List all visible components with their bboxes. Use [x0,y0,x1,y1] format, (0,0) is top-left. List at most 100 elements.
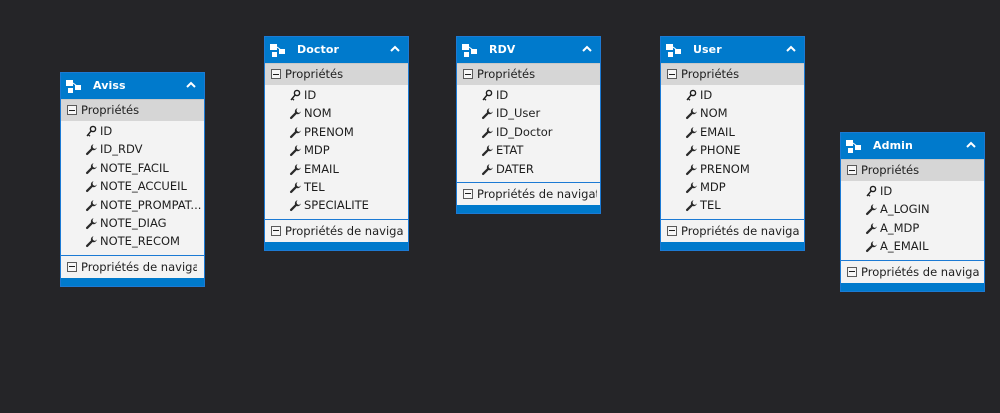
property-row[interactable]: NOM [661,105,804,123]
property-row[interactable]: NOTE_DIAG [61,215,204,233]
property-row[interactable]: NOTE_PROMPAT... [61,197,204,215]
entity-type-icon [846,140,861,153]
navigation-properties-label: Propriétés de navigation [477,186,597,201]
property-name: PRENOM [700,161,750,176]
collapse-toggle-icon[interactable] [271,225,281,236]
wrench-icon [85,199,97,211]
key-icon [86,125,97,137]
entity-header[interactable]: Aviss [61,73,204,99]
entity-header[interactable]: User [661,37,804,63]
collapse-toggle-icon[interactable] [463,188,473,199]
collapse-toggle-icon[interactable] [667,69,677,79]
property-name: PHONE [700,143,741,158]
property-name: NOTE_DIAG [100,215,167,230]
properties-section-header[interactable]: Propriétés [265,63,408,85]
properties-section-header[interactable]: Propriétés [661,63,804,85]
property-row[interactable]: PHONE [661,142,804,160]
collapse-toggle-icon[interactable] [67,261,77,272]
property-name: NOM [700,106,728,121]
key-icon [482,89,493,101]
navigation-properties-section[interactable]: Propriétés de navigation [661,218,804,242]
wrench-icon [481,108,493,120]
entity-header[interactable]: RDV [457,37,600,63]
properties-section-header[interactable]: Propriétés [841,159,984,181]
property-row[interactable]: NOTE_RECOM [61,233,204,251]
collapse-toggle-icon[interactable] [667,225,677,236]
property-name: NOTE_PROMPAT... [100,197,202,212]
property-name: ID [100,124,113,138]
property-row[interactable]: ID [457,87,600,105]
property-row[interactable]: ID [661,87,804,105]
property-row[interactable]: ETAT [457,142,600,160]
property-name: SPECIALITE [304,198,369,213]
property-row[interactable]: PRENOM [265,124,408,142]
property-row[interactable]: DATER [457,161,600,179]
property-row[interactable]: ID [61,123,204,141]
collapse-toggle-icon[interactable] [271,69,281,79]
entity-header[interactable]: Doctor [265,37,408,63]
property-name: A_MDP [880,220,920,235]
navigation-properties-label: Propriétés de navigation [861,264,979,279]
navigation-properties-section[interactable]: Propriétés de navigation [61,254,204,278]
chevron-up-icon[interactable] [582,44,592,54]
property-row[interactable]: ID_RDV [61,141,204,159]
chevron-up-icon[interactable] [786,44,796,54]
property-row[interactable]: MDP [265,142,408,160]
property-row[interactable]: TEL [661,197,804,215]
property-name: EMAIL [700,124,735,139]
navigation-properties-section[interactable]: Propriétés de navigation [841,259,984,283]
properties-section-header[interactable]: Propriétés [457,63,600,85]
collapse-toggle-icon[interactable] [847,266,857,277]
property-row[interactable]: A_EMAIL [841,238,984,256]
property-row[interactable]: SPECIALITE [265,197,408,215]
property-name: ID [700,88,713,102]
property-row[interactable]: ID_Doctor [457,124,600,142]
wrench-icon [685,108,697,120]
entity-footer [61,277,204,286]
property-row[interactable]: NOTE_ACCUEIL [61,178,204,196]
property-row[interactable]: EMAIL [265,161,408,179]
navigation-properties-section[interactable]: Propriétés de navigation [265,218,408,242]
property-name: TEL [304,179,325,194]
property-row[interactable]: A_MDP [841,220,984,238]
property-name: EMAIL [304,161,339,176]
property-name: TEL [700,198,721,213]
property-row[interactable]: EMAIL [661,124,804,142]
wrench-icon [685,182,697,193]
collapse-toggle-icon[interactable] [847,165,857,175]
wrench-icon [289,182,301,193]
wrench-icon [289,200,301,212]
property-row[interactable]: ID_User [457,105,600,123]
property-row[interactable]: NOM [265,105,408,123]
collapse-toggle-icon[interactable] [67,105,77,115]
chevron-up-icon[interactable] [186,80,196,90]
property-row[interactable]: MDP [661,179,804,197]
collapse-toggle-icon[interactable] [463,69,473,79]
property-row[interactable]: ID [265,87,408,105]
wrench-icon [289,163,301,175]
property-row[interactable]: NOTE_FACIL [61,160,204,178]
navigation-properties-label: Propriétés de navigation [681,223,799,238]
properties-section-header[interactable]: Propriétés [61,99,204,121]
navigation-properties-section[interactable]: Propriétés de navigation [457,181,600,205]
properties-section-label: Propriétés [861,163,920,177]
property-row[interactable]: PRENOM [661,161,804,179]
property-row[interactable]: TEL [265,179,408,197]
property-name: MDP [304,143,330,158]
property-name: NOTE_RECOM [100,234,180,249]
property-name: NOM [304,106,332,121]
property-row[interactable]: ID [841,183,984,201]
property-row[interactable]: A_LOGIN [841,201,984,219]
entity-box-user[interactable]: User Propriétés ID NOM EMAIL PHONE PRENOM MDP… [660,36,805,251]
chevron-up-icon[interactable] [390,44,400,54]
chevron-up-icon[interactable] [966,140,976,150]
entity-header[interactable]: Admin [841,133,984,159]
key-icon [686,89,697,101]
